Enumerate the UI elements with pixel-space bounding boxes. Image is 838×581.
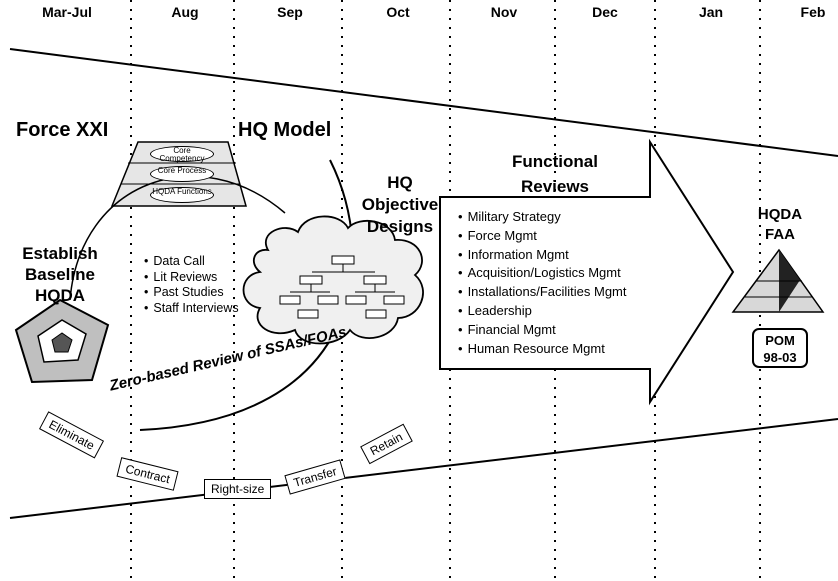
faa-title-1: HQDA [757,206,803,223]
action-right-size: Right-size [204,479,272,499]
pom-box: POM 98-03 [752,328,808,368]
month-label: Feb [800,4,826,20]
baseline-title-3: HQDA [34,286,86,305]
month-label: Oct [386,4,410,20]
objective-title-1: HQ [387,173,413,192]
functional-items: Military Strategy Force Mgmt Information… [458,208,627,358]
month-label: Jan [698,4,724,20]
functional-title-1: Functional [512,152,598,171]
list-item: Acquisition/Logistics Mgmt [458,264,627,283]
force-xxi-label: Force XXI [16,119,109,141]
faa-title-2: FAA [765,226,795,243]
list-item: Leadership [458,302,627,321]
pentagon-building [14,298,110,384]
list-item: Past Studies [144,285,239,301]
tier-hqda-functions: HQDA Functions [150,187,214,203]
list-item: Data Call [144,254,239,270]
baseline-title-2: Baseline [25,265,95,284]
list-item: Installations/Facilities Mgmt [458,283,627,302]
list-item: Lit Reviews [144,270,239,286]
funnel-top-line [9,48,838,157]
objective-title-3: Designs [366,217,434,236]
baseline-title-1: Establish [22,244,98,263]
tier-core-competency: Core Competency [150,146,214,163]
month-label: Mar-Jul [42,4,92,20]
funnel-bottom-line [9,418,838,519]
month-label: Aug [171,4,199,20]
pom-label: POM [765,333,795,348]
baseline-items: Data Call Lit Reviews Past Studies Staff… [144,254,239,317]
month-label: Sep [277,4,303,20]
list-item: Financial Mgmt [458,321,627,340]
month-label: Nov [490,4,518,20]
list-item: Force Mgmt [458,227,627,246]
pom-years: 98-03 [763,350,797,365]
list-item: Military Strategy [458,208,627,227]
functional-title-2: Reviews [520,177,590,196]
list-item: Staff Interviews [144,301,238,317]
faa-pyramid [731,248,825,313]
list-item: Information Mgmt [458,246,627,265]
objective-title-2: Objective [361,195,439,214]
tier-core-process: Core Process [150,166,214,182]
hq-model-label: HQ Model [238,119,332,141]
process-arc [69,175,286,301]
month-label: Dec [592,4,618,20]
list-item: Human Resource Mgmt [458,340,627,359]
